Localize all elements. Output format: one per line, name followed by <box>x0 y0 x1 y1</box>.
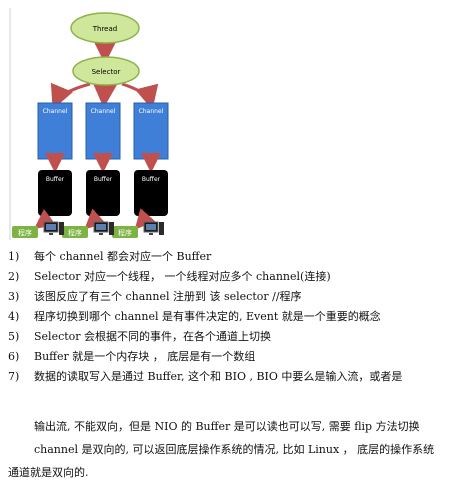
list-text: Selector 会根据不同的事件，在各个通道上切换 <box>34 330 272 344</box>
buffer3-to-program-arrow <box>134 208 156 230</box>
selector-to-channel3-arrow <box>121 82 159 110</box>
computer-icon <box>93 221 114 235</box>
list-text: 每个 channel 都会对应一个 Buffer <box>34 250 212 263</box>
program-badge-1 <box>12 226 38 238</box>
list-number: 4) <box>8 310 20 324</box>
list-number: 5) <box>8 330 20 344</box>
continuation-line-3: 通道就是双向的. <box>8 466 89 479</box>
program-badge-2 <box>62 226 88 238</box>
list-item: 5) Selector 会根据不同的事件，在各个通道上切换 <box>8 330 468 344</box>
channel-label-1: Channel <box>43 108 68 115</box>
selector-ellipse <box>72 56 140 86</box>
list-item: 2) Selector 对应一个线程， 一个线程对应多个 channel(连接) <box>8 270 468 284</box>
program-label-3: 程序 <box>118 228 132 237</box>
buffer2-to-program-arrow <box>84 208 106 230</box>
list-text: 数据的读取写入是通过 Buffer, 这个和 BIO , BIO 中要么是输入流… <box>34 370 403 384</box>
explanation-list: 1) 每个 channel 都会对应一个 Buffer 2) Selector … <box>8 250 468 391</box>
selector-to-channel1-arrow <box>50 82 91 110</box>
list-item: 6) Buffer 就是一个内存块 ， 底层是有一个数组 <box>8 350 468 364</box>
list-number: 1) <box>8 250 20 263</box>
thread-ellipse <box>70 12 140 44</box>
buffer-box-2 <box>86 170 120 216</box>
buffer-label-3: Buffer <box>142 176 161 183</box>
list-item: 4) 程序切换到哪个 channel 是有事件决定的, Event 就是一个重要… <box>8 310 468 324</box>
buffer-label-1: Buffer <box>46 176 65 183</box>
list-number: 3) <box>8 290 20 304</box>
selector-label: Selector <box>92 68 121 76</box>
list-item: 7) 数据的读取写入是通过 Buffer, 这个和 BIO , BIO 中要么是… <box>8 370 468 384</box>
list-text: 程序切换到哪个 channel 是有事件决定的, Event 就是一个重要的概念 <box>34 310 381 324</box>
buffer-box-1 <box>38 170 72 216</box>
program-label-1: 程序 <box>18 228 32 237</box>
list-number: 6) <box>8 350 20 364</box>
channel-label-3: Channel <box>139 108 164 115</box>
list-text: Selector 对应一个线程， 一个线程对应多个 channel(连接) <box>34 270 331 284</box>
list-number: 2) <box>8 270 20 284</box>
buffer-label-2: Buffer <box>94 176 113 183</box>
thread-label: Thread <box>92 25 117 33</box>
buffer-box-3 <box>134 170 168 216</box>
computer-icon <box>143 221 164 235</box>
computer-icon <box>43 221 64 235</box>
channel-box-1 <box>37 102 73 160</box>
list-number: 7) <box>8 370 20 384</box>
program-badge-3 <box>112 226 138 238</box>
diagram-svg: Thread Selector Channel Channel Channel … <box>9 8 169 240</box>
channel-label-2: Channel <box>91 108 116 115</box>
list-text: Buffer 就是一个内存块 ， 底层是有一个数组 <box>34 350 256 364</box>
list-item: 1) 每个 channel 都会对应一个 Buffer <box>8 250 468 264</box>
continuation-line-1: 输出流, 不能双向，但是 NIO 的 Buffer 是可以读也可以写, 需要 f… <box>34 420 420 433</box>
channel-box-3 <box>133 102 169 160</box>
list-text: 该图反应了有三个 channel 注册到 该 selector //程序 <box>34 290 302 304</box>
nio-diagram: Thread Selector Channel Channel Channel … <box>9 8 169 240</box>
selector-to-channel2-arrow <box>93 83 117 108</box>
program-label-2: 程序 <box>68 228 82 237</box>
continuation-line-2: channel 是双向的, 可以返回底层操作系统的情况, 比如 Linux ， … <box>34 443 435 456</box>
list-item: 3) 该图反应了有三个 channel 注册到 该 selector //程序 <box>8 290 468 304</box>
